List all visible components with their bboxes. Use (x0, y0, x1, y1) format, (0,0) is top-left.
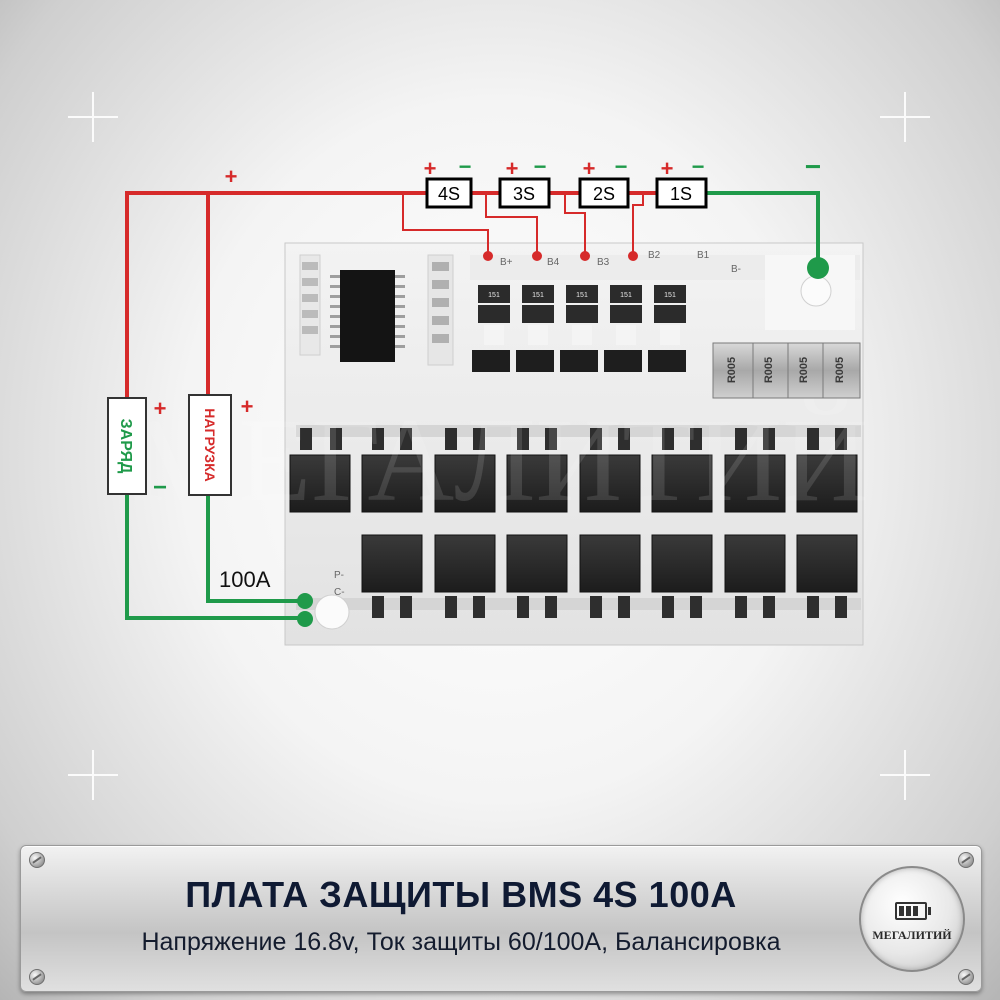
minus-sign: − (534, 154, 547, 179)
shunt-resistors: R005 R005 R005 R005 (712, 342, 861, 399)
plus-sign: + (506, 156, 519, 181)
resistor-code: R005 (763, 357, 775, 383)
screw-icon (958, 969, 974, 985)
fuse-code: 151 (532, 292, 544, 299)
fuse-code: 151 (576, 292, 588, 299)
page-title: ПЛАТА ЗАЩИТЫ BMS 4S 100A (185, 874, 737, 915)
cell-label: 3S (513, 184, 535, 204)
resistor-code: R005 (798, 357, 810, 383)
resistor-code: R005 (726, 357, 738, 383)
cell-label: 4S (438, 184, 460, 204)
battery-icon (895, 902, 931, 920)
plus-sign: + (424, 156, 437, 181)
cell-label: 1S (670, 184, 692, 204)
brand-logo: МЕГАЛИТИЙ (859, 866, 965, 972)
fuse-code: 151 (664, 292, 676, 299)
negative-terminals (297, 257, 829, 627)
load-label: НАГРУЗКА (202, 408, 218, 481)
cell-1s: 1S (655, 177, 708, 209)
page-subtitle: Напряжение 16.8v, Ток защиты 60/100А, Ба… (141, 928, 781, 956)
screw-icon (29, 852, 45, 868)
plus-sign: + (583, 156, 596, 181)
negative-wires (125, 191, 820, 620)
pad-label-c-minus: C- (334, 587, 345, 598)
pad-label-p-minus: P- (334, 570, 344, 581)
mosfet-array (289, 425, 861, 618)
sense-points (483, 251, 638, 261)
load-box: НАГРУЗКА + (188, 394, 254, 496)
pad-label-b1: B1 (697, 250, 710, 261)
title-plate: ПЛАТА ЗАЩИТЫ BMS 4S 100A Напряжение 16.8… (20, 845, 982, 992)
resistor-code: R005 (834, 357, 846, 383)
minus-sign: − (692, 154, 705, 179)
pad-label-b4: B4 (547, 257, 560, 268)
minus-sign: − (153, 474, 167, 501)
positive-wires (125, 191, 657, 398)
sense-wires (402, 193, 644, 252)
minus-sign: − (459, 154, 472, 179)
pad-label-b-plus: B+ (500, 257, 513, 268)
plus-sign: + (661, 156, 674, 181)
watermark: МЕГАЛИТИЙ (131, 393, 869, 526)
control-chip (299, 254, 454, 366)
cell-2s: 2S (578, 177, 630, 209)
load-current-label: 100A (219, 567, 271, 592)
minus-sign: − (615, 154, 628, 179)
screw-icon (958, 852, 974, 868)
screw-icon (29, 969, 45, 985)
p-c-pad (314, 594, 350, 630)
cell-4s: 4S (425, 177, 473, 209)
plus-sign: + (154, 396, 167, 421)
cell-label: 2S (593, 184, 615, 204)
charge-label: ЗАРЯД (117, 419, 134, 474)
logo-text: МЕГАЛИТИЙ (872, 928, 952, 942)
plus-sign: + (241, 394, 254, 419)
cell-3s: 3S (498, 177, 551, 209)
charger-box: ЗАРЯД + − (107, 396, 167, 501)
pad-label-b3: B3 (597, 257, 610, 268)
plus-sign: + (225, 164, 238, 189)
fuse-code: 151 (620, 292, 632, 299)
pad-label-b-minus: B- (731, 264, 741, 275)
minus-sign: − (805, 151, 821, 182)
pcb-board: 151 151 151 151 151 R005 R005 R005 R00 (131, 242, 869, 646)
crosshair-marks (68, 92, 930, 800)
pad-label-b2: B2 (648, 250, 661, 261)
fuse-code: 151 (488, 292, 500, 299)
balance-channels: 151 151 151 151 151 (472, 285, 686, 372)
b-minus-pad (800, 275, 832, 307)
